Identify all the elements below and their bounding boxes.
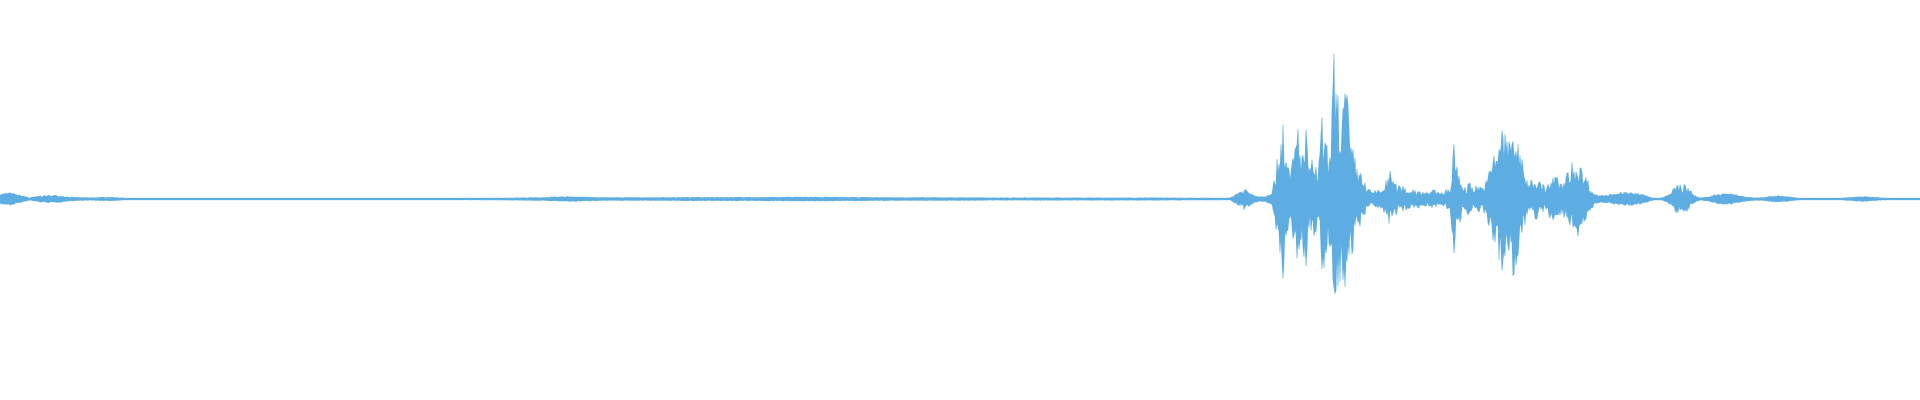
waveform-amplitude-shape xyxy=(0,53,1920,295)
